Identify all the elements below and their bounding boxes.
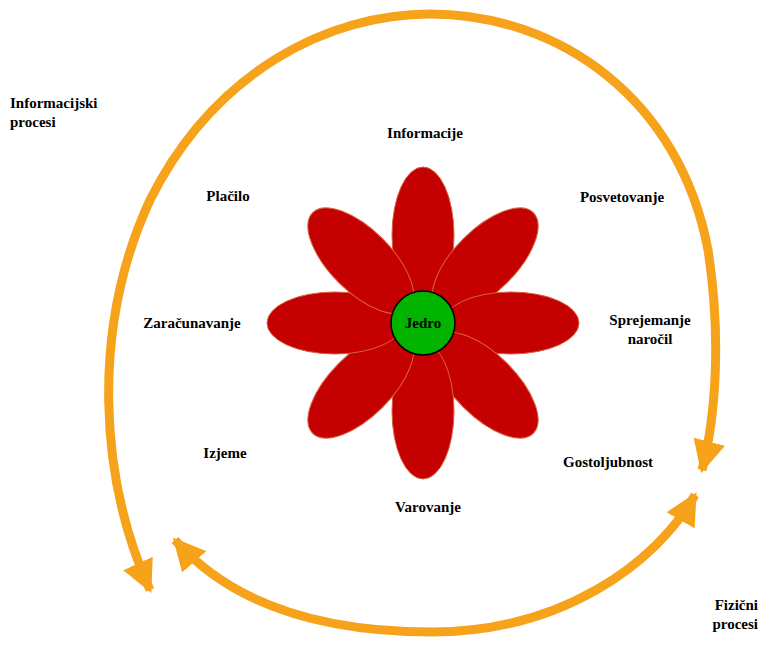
service-label: Plačilo xyxy=(206,187,249,206)
petal-group xyxy=(267,167,579,479)
service-label: Gostoljubnost xyxy=(563,453,653,472)
process-label: Informacijski procesi xyxy=(10,94,125,132)
service-label: Varovanje xyxy=(395,498,461,517)
service-label: Informacije xyxy=(387,124,463,143)
core-circle: Jedro xyxy=(390,290,456,356)
service-label: Posvetovanje xyxy=(580,188,664,207)
service-label: Zaračunavanje xyxy=(143,314,241,333)
process-arc xyxy=(175,495,695,632)
core-circle-shape xyxy=(391,291,455,355)
core-label: Jedro xyxy=(405,314,441,332)
service-label: Sprejemanje naročil xyxy=(600,311,700,349)
service-label: Izjeme xyxy=(203,444,246,463)
process-arc xyxy=(109,14,716,590)
process-label: Fizični procesi xyxy=(696,596,758,634)
